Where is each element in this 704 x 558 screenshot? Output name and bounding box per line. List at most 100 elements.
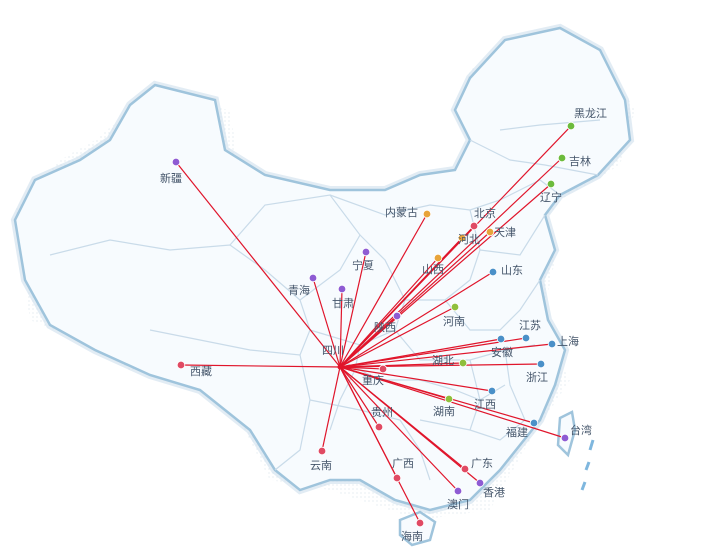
city-label-12: 吉林 xyxy=(569,154,591,168)
city-label-19: 浙江 xyxy=(526,371,548,384)
city-marker-24[interactable] xyxy=(529,418,539,428)
route-line-27 xyxy=(321,366,341,452)
city-label-22: 湖南 xyxy=(433,405,455,418)
route-line-2 xyxy=(312,277,341,368)
route-line-5 xyxy=(339,213,428,368)
city-marker-5[interactable] xyxy=(422,209,432,219)
city-marker-8[interactable] xyxy=(469,221,479,231)
city-marker-22[interactable] xyxy=(444,394,454,404)
city-marker-25[interactable] xyxy=(560,433,570,443)
city-marker-30[interactable] xyxy=(475,478,485,488)
city-label-17: 上海 xyxy=(557,334,579,348)
south-sea-dashes xyxy=(580,439,595,491)
city-label-0: 新疆 xyxy=(160,171,182,185)
city-marker-14[interactable] xyxy=(488,267,498,277)
hub-marker[interactable] xyxy=(337,364,343,370)
route-line-25 xyxy=(339,366,566,439)
city-label-32: 海南 xyxy=(401,529,423,543)
city-marker-19[interactable] xyxy=(536,359,546,369)
city-label-31: 澳门 xyxy=(447,497,469,511)
city-label-16: 江苏 xyxy=(519,319,541,332)
route-line-21 xyxy=(339,366,384,370)
route-line-4 xyxy=(339,251,367,368)
city-label-1: 西藏 xyxy=(190,365,212,378)
china-outline xyxy=(10,23,635,547)
city-marker-0[interactable] xyxy=(171,157,181,167)
city-marker-28[interactable] xyxy=(392,473,402,483)
route-line-23 xyxy=(339,366,493,392)
city-marker-2[interactable] xyxy=(308,273,318,283)
route-line-1 xyxy=(180,364,341,368)
city-marker-1[interactable] xyxy=(176,360,186,370)
route-line-18 xyxy=(339,338,502,368)
city-marker-29[interactable] xyxy=(460,464,470,474)
city-marker-3[interactable] xyxy=(337,284,347,294)
city-markers xyxy=(171,121,576,528)
city-label-30: 香港 xyxy=(483,486,505,499)
mainland-shape xyxy=(13,26,632,512)
city-marker-17[interactable] xyxy=(547,339,557,349)
route-line-17 xyxy=(339,343,553,368)
city-label-13: 辽宁 xyxy=(540,190,562,204)
route-line-12 xyxy=(339,157,563,368)
city-marker-18[interactable] xyxy=(496,334,506,344)
route-line-7 xyxy=(339,257,439,368)
city-label-21: 重庆 xyxy=(362,373,384,387)
city-label-2: 青海 xyxy=(288,283,310,297)
city-label-20: 湖北 xyxy=(432,354,454,367)
city-marker-12[interactable] xyxy=(557,153,567,163)
city-label-8: 北京 xyxy=(474,206,496,220)
hub-label: 四川 xyxy=(322,344,344,357)
city-label-28: 广西 xyxy=(392,457,414,470)
route-line-3 xyxy=(339,288,343,368)
city-label-11: 黑龙江 xyxy=(574,107,607,120)
route-line-30 xyxy=(339,366,481,484)
city-marker-16[interactable] xyxy=(521,333,531,343)
city-label-4: 宁夏 xyxy=(352,258,374,272)
city-marker-9[interactable] xyxy=(485,227,495,237)
city-label-7: 山西 xyxy=(422,263,444,276)
city-label-27: 云南 xyxy=(310,459,332,472)
route-line-20 xyxy=(339,362,464,368)
city-marker-27[interactable] xyxy=(317,446,327,456)
city-marker-13[interactable] xyxy=(546,179,556,189)
route-line-11 xyxy=(339,125,572,368)
city-label-25: 台湾 xyxy=(570,423,592,437)
city-marker-20[interactable] xyxy=(458,358,468,368)
city-marker-15[interactable] xyxy=(450,302,460,312)
city-marker-26[interactable] xyxy=(374,422,384,432)
city-label-15: 河南 xyxy=(443,315,465,328)
city-marker-7[interactable] xyxy=(433,253,443,263)
city-label-6: 陕西 xyxy=(374,320,396,334)
taiwan-island xyxy=(556,410,577,458)
route-line-24 xyxy=(339,366,535,424)
city-label-3: 甘肃 xyxy=(332,297,354,310)
city-label-29: 广东 xyxy=(471,457,493,470)
city-label-23: 江西 xyxy=(474,398,496,411)
city-marker-23[interactable] xyxy=(487,386,497,396)
city-label-18: 安徽 xyxy=(491,345,513,359)
city-marker-6[interactable] xyxy=(392,311,402,321)
city-label-5: 内蒙古 xyxy=(385,205,418,219)
city-marker-10[interactable] xyxy=(457,233,467,243)
city-marker-11[interactable] xyxy=(566,121,576,131)
route-line-9 xyxy=(339,231,491,368)
city-label-14: 山东 xyxy=(501,264,523,277)
route-line-31 xyxy=(339,366,459,492)
hainan-island xyxy=(398,510,437,547)
route-line-32 xyxy=(339,366,421,524)
city-label-10: 河北 xyxy=(458,233,480,246)
route-line-14 xyxy=(339,271,494,368)
route-line-0 xyxy=(175,161,341,368)
route-line-13 xyxy=(339,183,552,368)
city-label-26: 贵州 xyxy=(371,406,393,419)
city-marker-21[interactable] xyxy=(378,364,388,374)
city-marker-32[interactable] xyxy=(415,518,425,528)
city-marker-4[interactable] xyxy=(361,247,371,257)
route-line-15 xyxy=(339,306,456,368)
city-label-24: 福建 xyxy=(506,425,528,439)
city-label-9: 天津 xyxy=(494,226,516,239)
city-marker-31[interactable] xyxy=(453,486,463,496)
